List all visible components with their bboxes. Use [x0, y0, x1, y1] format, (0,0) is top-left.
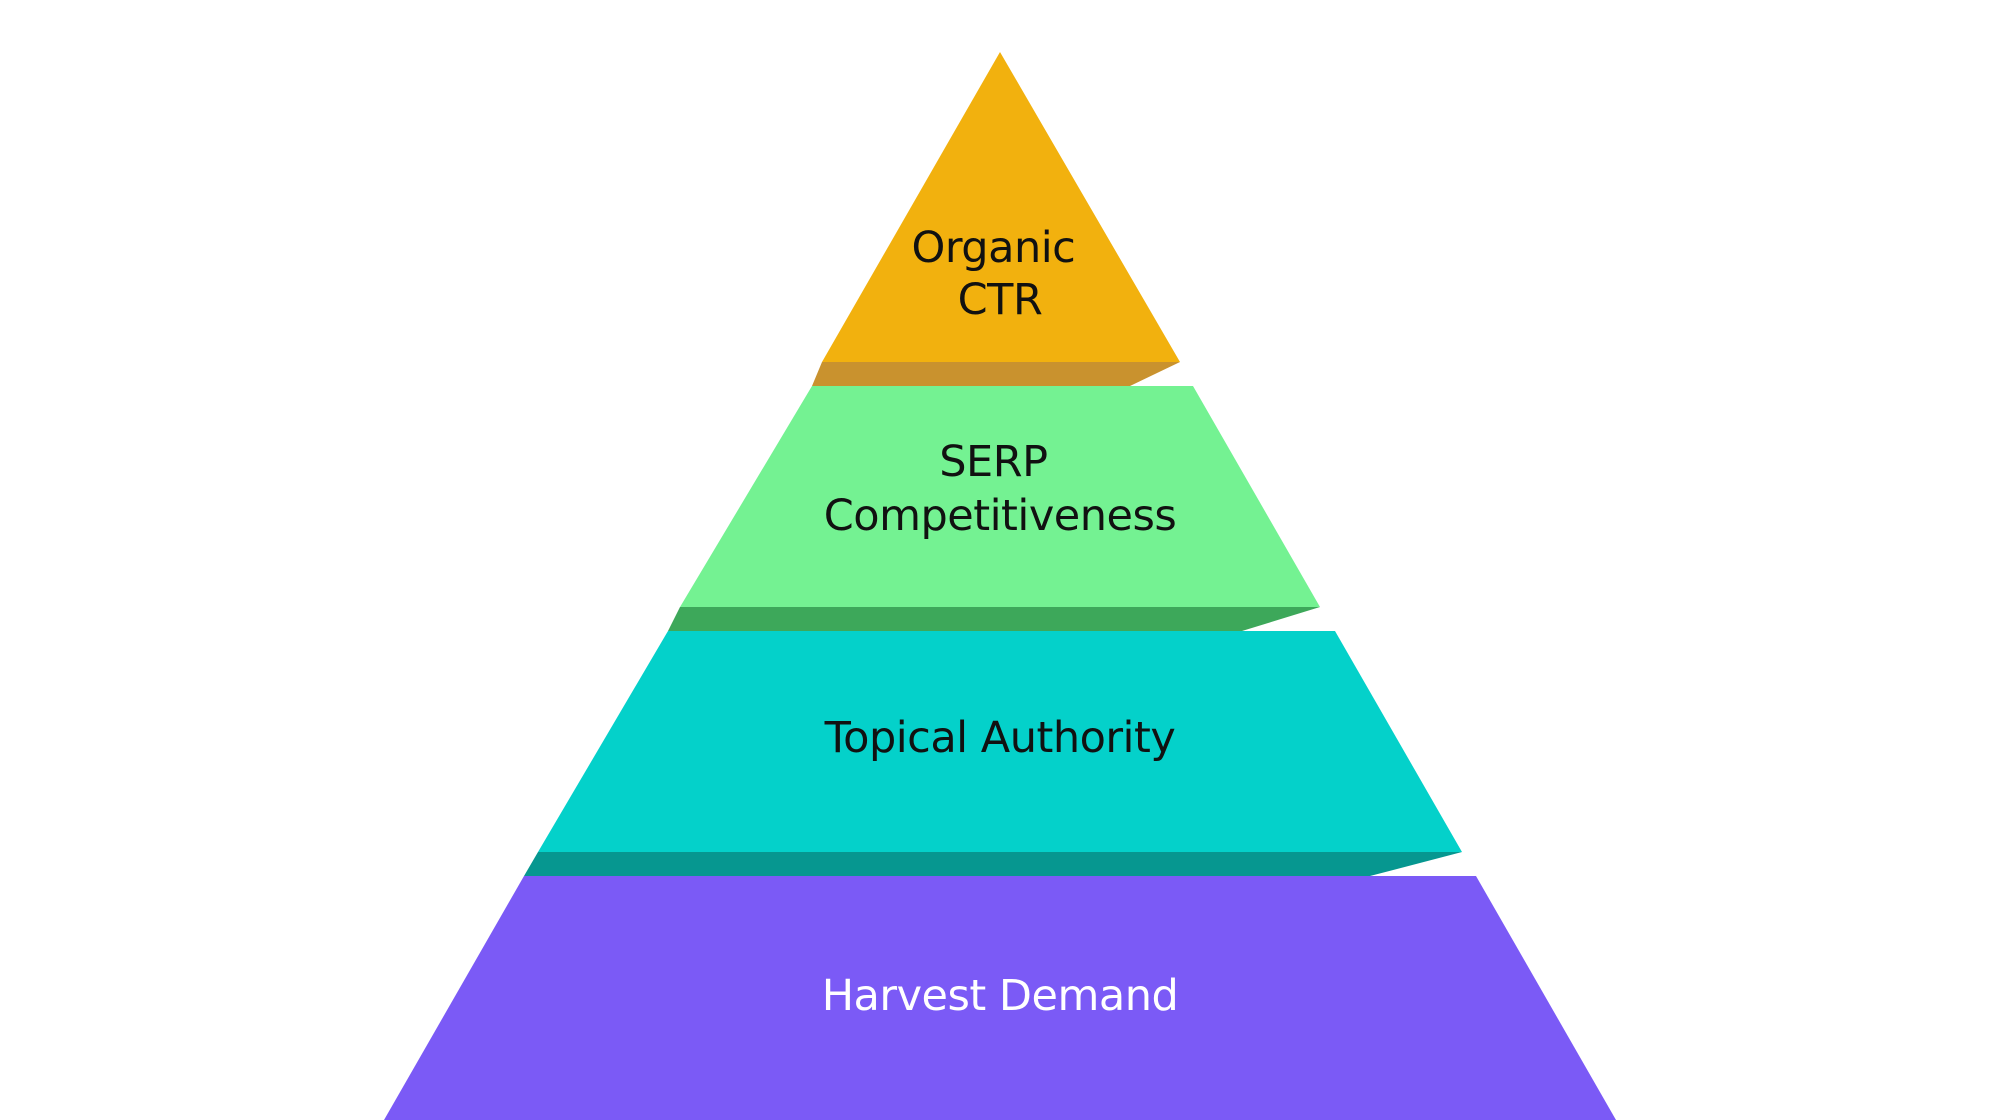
tier-serp-competitiveness-label: SERP Competitiveness [824, 437, 1177, 541]
tier-serp-competitiveness-label-line-1: SERP [939, 437, 1047, 487]
tier-organic-ctr-label-line-2: CTR [958, 275, 1043, 325]
tier-serp-competitiveness-face [680, 386, 1320, 607]
tier-organic-ctr-label: Organic CTR [912, 223, 1089, 325]
tier-harvest-demand-label: Harvest Demand [822, 971, 1179, 1021]
tier-harvest-demand-face [384, 876, 1616, 1120]
tier-harvest-demand: Harvest Demand [384, 876, 1616, 1120]
tier-topical-authority-face [538, 631, 1462, 852]
tier-organic-ctr-shadow [812, 362, 1180, 386]
tier-topical-authority-shadow [524, 852, 1462, 876]
tier-topical-authority-label-line-1: Topical Authority [824, 713, 1176, 763]
tier-serp-competitiveness-label-line-2: Competitiveness [824, 491, 1177, 541]
tier-topical-authority-label: Topical Authority [824, 713, 1176, 763]
tier-topical-authority: Topical Authority [524, 631, 1462, 876]
tier-serp-competitiveness-shadow [668, 607, 1320, 631]
tier-organic-ctr-face [822, 52, 1180, 362]
tier-harvest-demand-label-line-1: Harvest Demand [822, 971, 1179, 1021]
tier-organic-ctr: Organic CTR [812, 52, 1180, 386]
tier-serp-competitiveness: SERP Competitiveness [668, 386, 1320, 631]
tier-organic-ctr-label-line-1: Organic [912, 223, 1076, 273]
